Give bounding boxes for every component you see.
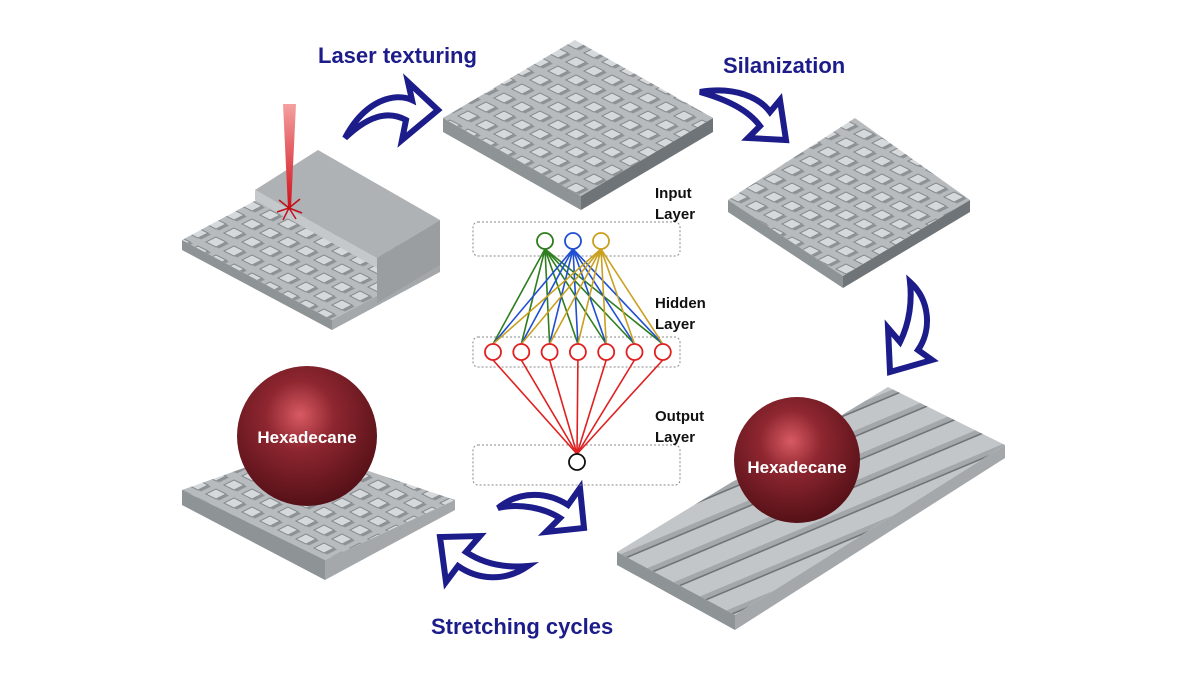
input-hidden-connection bbox=[492, 248, 546, 345]
hidden-node bbox=[484, 343, 502, 361]
hidden-output-connection bbox=[576, 359, 607, 455]
arrow-stretch-back-icon bbox=[436, 532, 540, 590]
hidden-node bbox=[569, 343, 587, 361]
hexadecane-droplet-left: Hexadecane bbox=[237, 366, 377, 506]
step-label-silanization: Silanization bbox=[723, 53, 846, 78]
arrow-stretch-forward-icon bbox=[496, 479, 588, 536]
input-node bbox=[564, 232, 582, 250]
input-hidden-connection bbox=[520, 248, 602, 345]
output-layer-box bbox=[472, 444, 681, 486]
neural-network bbox=[472, 221, 681, 486]
step-label-stretching-cycles: Stretching cycles bbox=[431, 614, 614, 639]
arrow-laser-texturing-icon bbox=[342, 73, 443, 148]
hidden-node bbox=[540, 343, 559, 361]
input-node bbox=[536, 232, 554, 250]
hidden-output-connection bbox=[576, 359, 579, 455]
input-hidden-connection bbox=[600, 248, 636, 345]
input-hidden-connection bbox=[492, 248, 574, 345]
hidden-node bbox=[512, 343, 531, 361]
input-layer-label: Input Layer bbox=[655, 185, 696, 223]
hidden-node bbox=[625, 343, 644, 361]
input-hidden-connection bbox=[600, 248, 664, 345]
output-layer-label: Output Layer bbox=[655, 408, 705, 446]
input-layer-box bbox=[472, 221, 681, 257]
hidden-node bbox=[653, 343, 672, 361]
hidden-output-connection bbox=[520, 359, 578, 455]
laser-beam bbox=[276, 104, 303, 221]
droplet-label: Hexadecane bbox=[257, 428, 356, 447]
substrate-silanized bbox=[728, 118, 970, 288]
hidden-output-connection bbox=[576, 359, 636, 455]
hidden-output-connection bbox=[492, 359, 578, 455]
output-node bbox=[568, 453, 586, 471]
input-hidden-connection bbox=[577, 248, 602, 345]
input-hidden-connection bbox=[492, 248, 602, 345]
hidden-output-connection bbox=[576, 359, 664, 455]
droplet-label: Hexadecane bbox=[747, 458, 846, 477]
hidden-output-connection bbox=[548, 359, 578, 455]
input-hidden-connection bbox=[548, 248, 602, 345]
hidden-layer-label: Hidden Layer bbox=[655, 295, 706, 333]
arrow-to-stretched-icon bbox=[884, 274, 939, 376]
input-hidden-connection bbox=[600, 248, 607, 345]
substrate-laser-texturing bbox=[182, 150, 440, 330]
hexadecane-droplet-right: Hexadecane bbox=[734, 397, 860, 523]
hidden-node bbox=[597, 343, 616, 361]
input-node bbox=[592, 232, 610, 250]
arrow-silanization-icon bbox=[699, 87, 790, 144]
substrate-textured bbox=[443, 40, 713, 210]
step-label-laser-texturing: Laser texturing bbox=[318, 43, 477, 68]
